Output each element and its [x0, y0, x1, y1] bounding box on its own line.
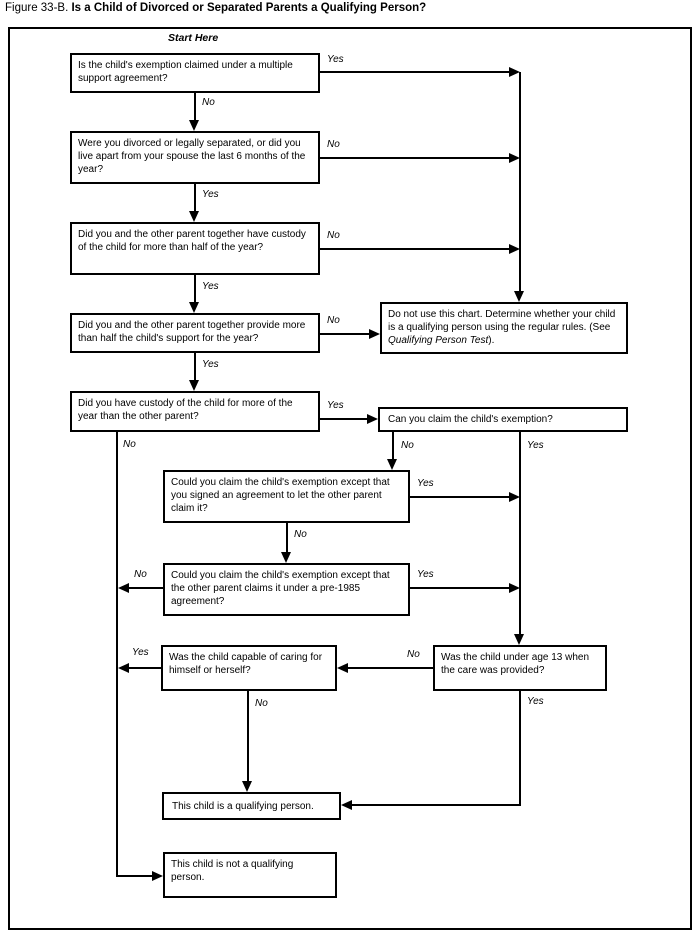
arrowhead-f-no [387, 459, 397, 470]
arrowhead-j-no [242, 781, 252, 792]
arrowhead-c-no [509, 244, 520, 254]
edge-label-h-no: No [134, 569, 147, 580]
connector-h-yes [410, 587, 509, 589]
arrowhead-g-no [281, 552, 291, 563]
qualifying-person-test-reference: Qualifying Person Test [388, 335, 489, 346]
connector-i-yes-down [519, 691, 521, 806]
arrowhead-into-not-qualifying [152, 871, 163, 881]
arrowhead-f-yes [514, 634, 524, 645]
edge-label-a-yes: Yes [327, 54, 344, 65]
connector-a-yes [320, 71, 509, 73]
connector-g-no [286, 523, 288, 552]
edge-label-d-no: No [327, 315, 340, 326]
node-not-qualifying-person: This child is not a qualifying person. [163, 852, 337, 898]
edge-label-a-no: No [202, 97, 215, 108]
figure-title: Figure 33-B. Is a Child of Divorced or S… [5, 2, 426, 14]
node-multiple-support-agreement: Is the child's exemption claimed under a… [70, 53, 320, 93]
node-can-you-claim-exemption: Can you claim the child's exemption? [378, 407, 628, 432]
node-custody-together: Did you and the other parent together ha… [70, 222, 320, 275]
node-do-not-use-chart: Do not use this chart. Determine whether… [380, 302, 628, 354]
figure-title-text: Is a Child of Divorced or Separated Pare… [71, 2, 427, 14]
edge-label-g-yes: Yes [417, 478, 434, 489]
arrowhead-j-yes [118, 663, 129, 673]
arrowhead-into-do-not-use [514, 291, 524, 302]
arrowhead-i-yes [341, 800, 352, 810]
connector-j-yes [129, 667, 161, 669]
node-pre-1985-agreement: Could you claim the child's exemption ex… [163, 563, 410, 616]
connector-j-no [247, 691, 249, 781]
arrowhead-a-yes [509, 67, 520, 77]
edge-label-i-yes: Yes [527, 696, 544, 707]
edge-label-g-no: No [294, 529, 307, 540]
connector-c-no [320, 248, 509, 250]
arrowhead-h-no [118, 583, 129, 593]
arrowhead-c-yes [189, 302, 199, 313]
figure-label: Figure 33-B. [5, 2, 69, 14]
edge-label-b-yes: Yes [202, 189, 219, 200]
edge-label-d-yes: Yes [202, 359, 219, 370]
arrowhead-a-no [189, 120, 199, 131]
do-not-use-text-end: ). [488, 335, 495, 346]
connector-i-no [348, 667, 433, 669]
connector-d-yes [194, 353, 196, 380]
arrowhead-d-no [369, 329, 380, 339]
connector-a-no [194, 93, 196, 120]
edge-label-f-yes: Yes [527, 440, 544, 451]
edge-label-j-yes: Yes [132, 647, 149, 658]
connector-f-yes [519, 432, 521, 634]
do-not-use-text: Do not use this chart. Determine whether… [388, 309, 616, 333]
arrowhead-i-no [337, 663, 348, 673]
edge-label-c-yes: Yes [202, 281, 219, 292]
edge-label-j-no: No [255, 698, 268, 709]
start-here-label: Start Here [168, 32, 219, 44]
connector-c-yes [194, 275, 196, 302]
arrowhead-g-yes [509, 492, 520, 502]
node-signed-agreement: Could you claim the child's exemption ex… [163, 470, 410, 523]
edge-label-e-no: No [123, 439, 136, 450]
node-capable-of-caring: Was the child capable of caring for hims… [161, 645, 337, 691]
connector-e-no-down [116, 432, 118, 877]
connector-i-yes-across [352, 804, 521, 806]
arrowhead-b-no [509, 153, 520, 163]
edge-label-b-no: No [327, 139, 340, 150]
arrowhead-h-yes [509, 583, 520, 593]
node-under-age-13: Was the child under age 13 when the care… [433, 645, 607, 691]
edge-label-e-yes: Yes [327, 400, 344, 411]
connector-h-no [129, 587, 163, 589]
connector-into-not-qualifying [116, 875, 152, 877]
chart-border [8, 27, 692, 930]
connector-g-yes [410, 496, 509, 498]
node-divorced-or-separated: Were you divorced or legally separated, … [70, 131, 320, 184]
edge-label-i-no: No [407, 649, 420, 660]
node-support-together: Did you and the other parent together pr… [70, 313, 320, 353]
connector-right-collector [519, 72, 521, 291]
connector-f-no [392, 432, 394, 459]
connector-b-yes [194, 184, 196, 211]
edge-label-c-no: No [327, 230, 340, 241]
arrowhead-b-yes [189, 211, 199, 222]
arrowhead-d-yes [189, 380, 199, 391]
edge-label-h-yes: Yes [417, 569, 434, 580]
connector-b-no [320, 157, 509, 159]
node-qualifying-person: This child is a qualifying person. [162, 792, 341, 820]
arrowhead-e-yes [367, 414, 378, 424]
connector-d-no [320, 333, 369, 335]
node-custody-more-of-year: Did you have custody of the child for mo… [70, 391, 320, 432]
connector-e-yes [320, 418, 367, 420]
edge-label-f-no: No [401, 440, 414, 451]
